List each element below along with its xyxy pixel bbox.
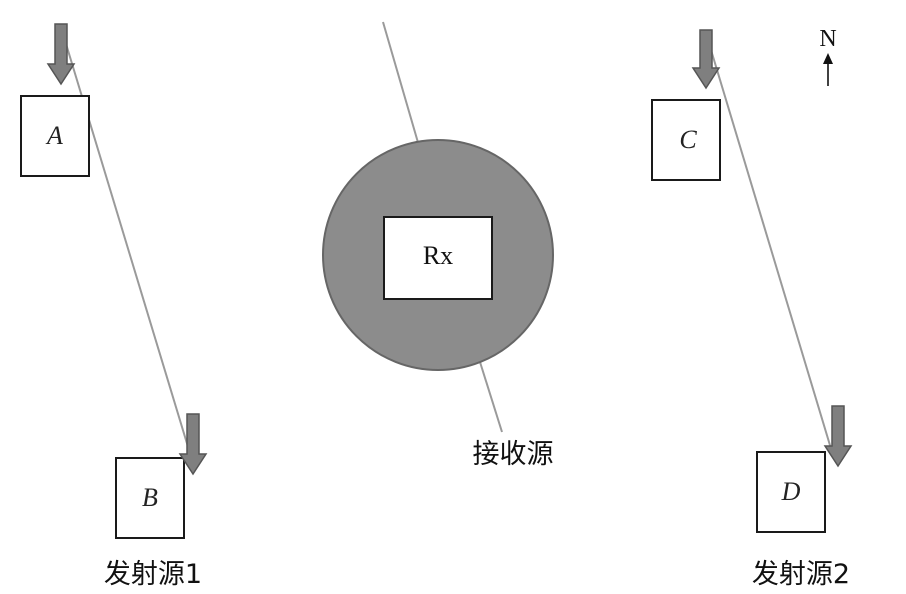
receiver-group: Rx 接收源 bbox=[322, 21, 554, 470]
transmitter-2-label: 发射源2 bbox=[752, 559, 850, 590]
north-arrow-icon bbox=[823, 53, 833, 64]
transmitter-1-baseline bbox=[59, 23, 193, 461]
transmitter-1-group: A B 发射源1 bbox=[20, 23, 208, 590]
receiver-line-bottom bbox=[479, 361, 503, 433]
transmitter-1-label: 发射源1 bbox=[104, 559, 202, 590]
receiver-line-top bbox=[382, 21, 420, 147]
box-a-label: A bbox=[45, 121, 63, 150]
arrow-c-icon bbox=[691, 29, 721, 90]
box-b bbox=[115, 457, 185, 539]
transmitter-2-group: C D 发射源2 bbox=[651, 29, 853, 590]
receiver-box bbox=[383, 216, 493, 300]
transmitter-2-baseline bbox=[704, 29, 833, 453]
box-d bbox=[756, 451, 826, 533]
north-label: N bbox=[819, 26, 836, 52]
box-a bbox=[20, 95, 90, 177]
box-c bbox=[651, 99, 721, 181]
arrow-b-icon bbox=[178, 413, 208, 476]
arrow-d-icon bbox=[823, 405, 853, 468]
box-d-label: D bbox=[781, 477, 801, 506]
box-b-label: B bbox=[142, 483, 158, 512]
north-indicator: N bbox=[819, 26, 837, 86]
box-c-label: C bbox=[679, 125, 697, 154]
receiver-caption: 接收源 bbox=[473, 439, 554, 470]
receiver-box-label: Rx bbox=[423, 241, 453, 270]
arrow-a-icon bbox=[46, 23, 76, 86]
